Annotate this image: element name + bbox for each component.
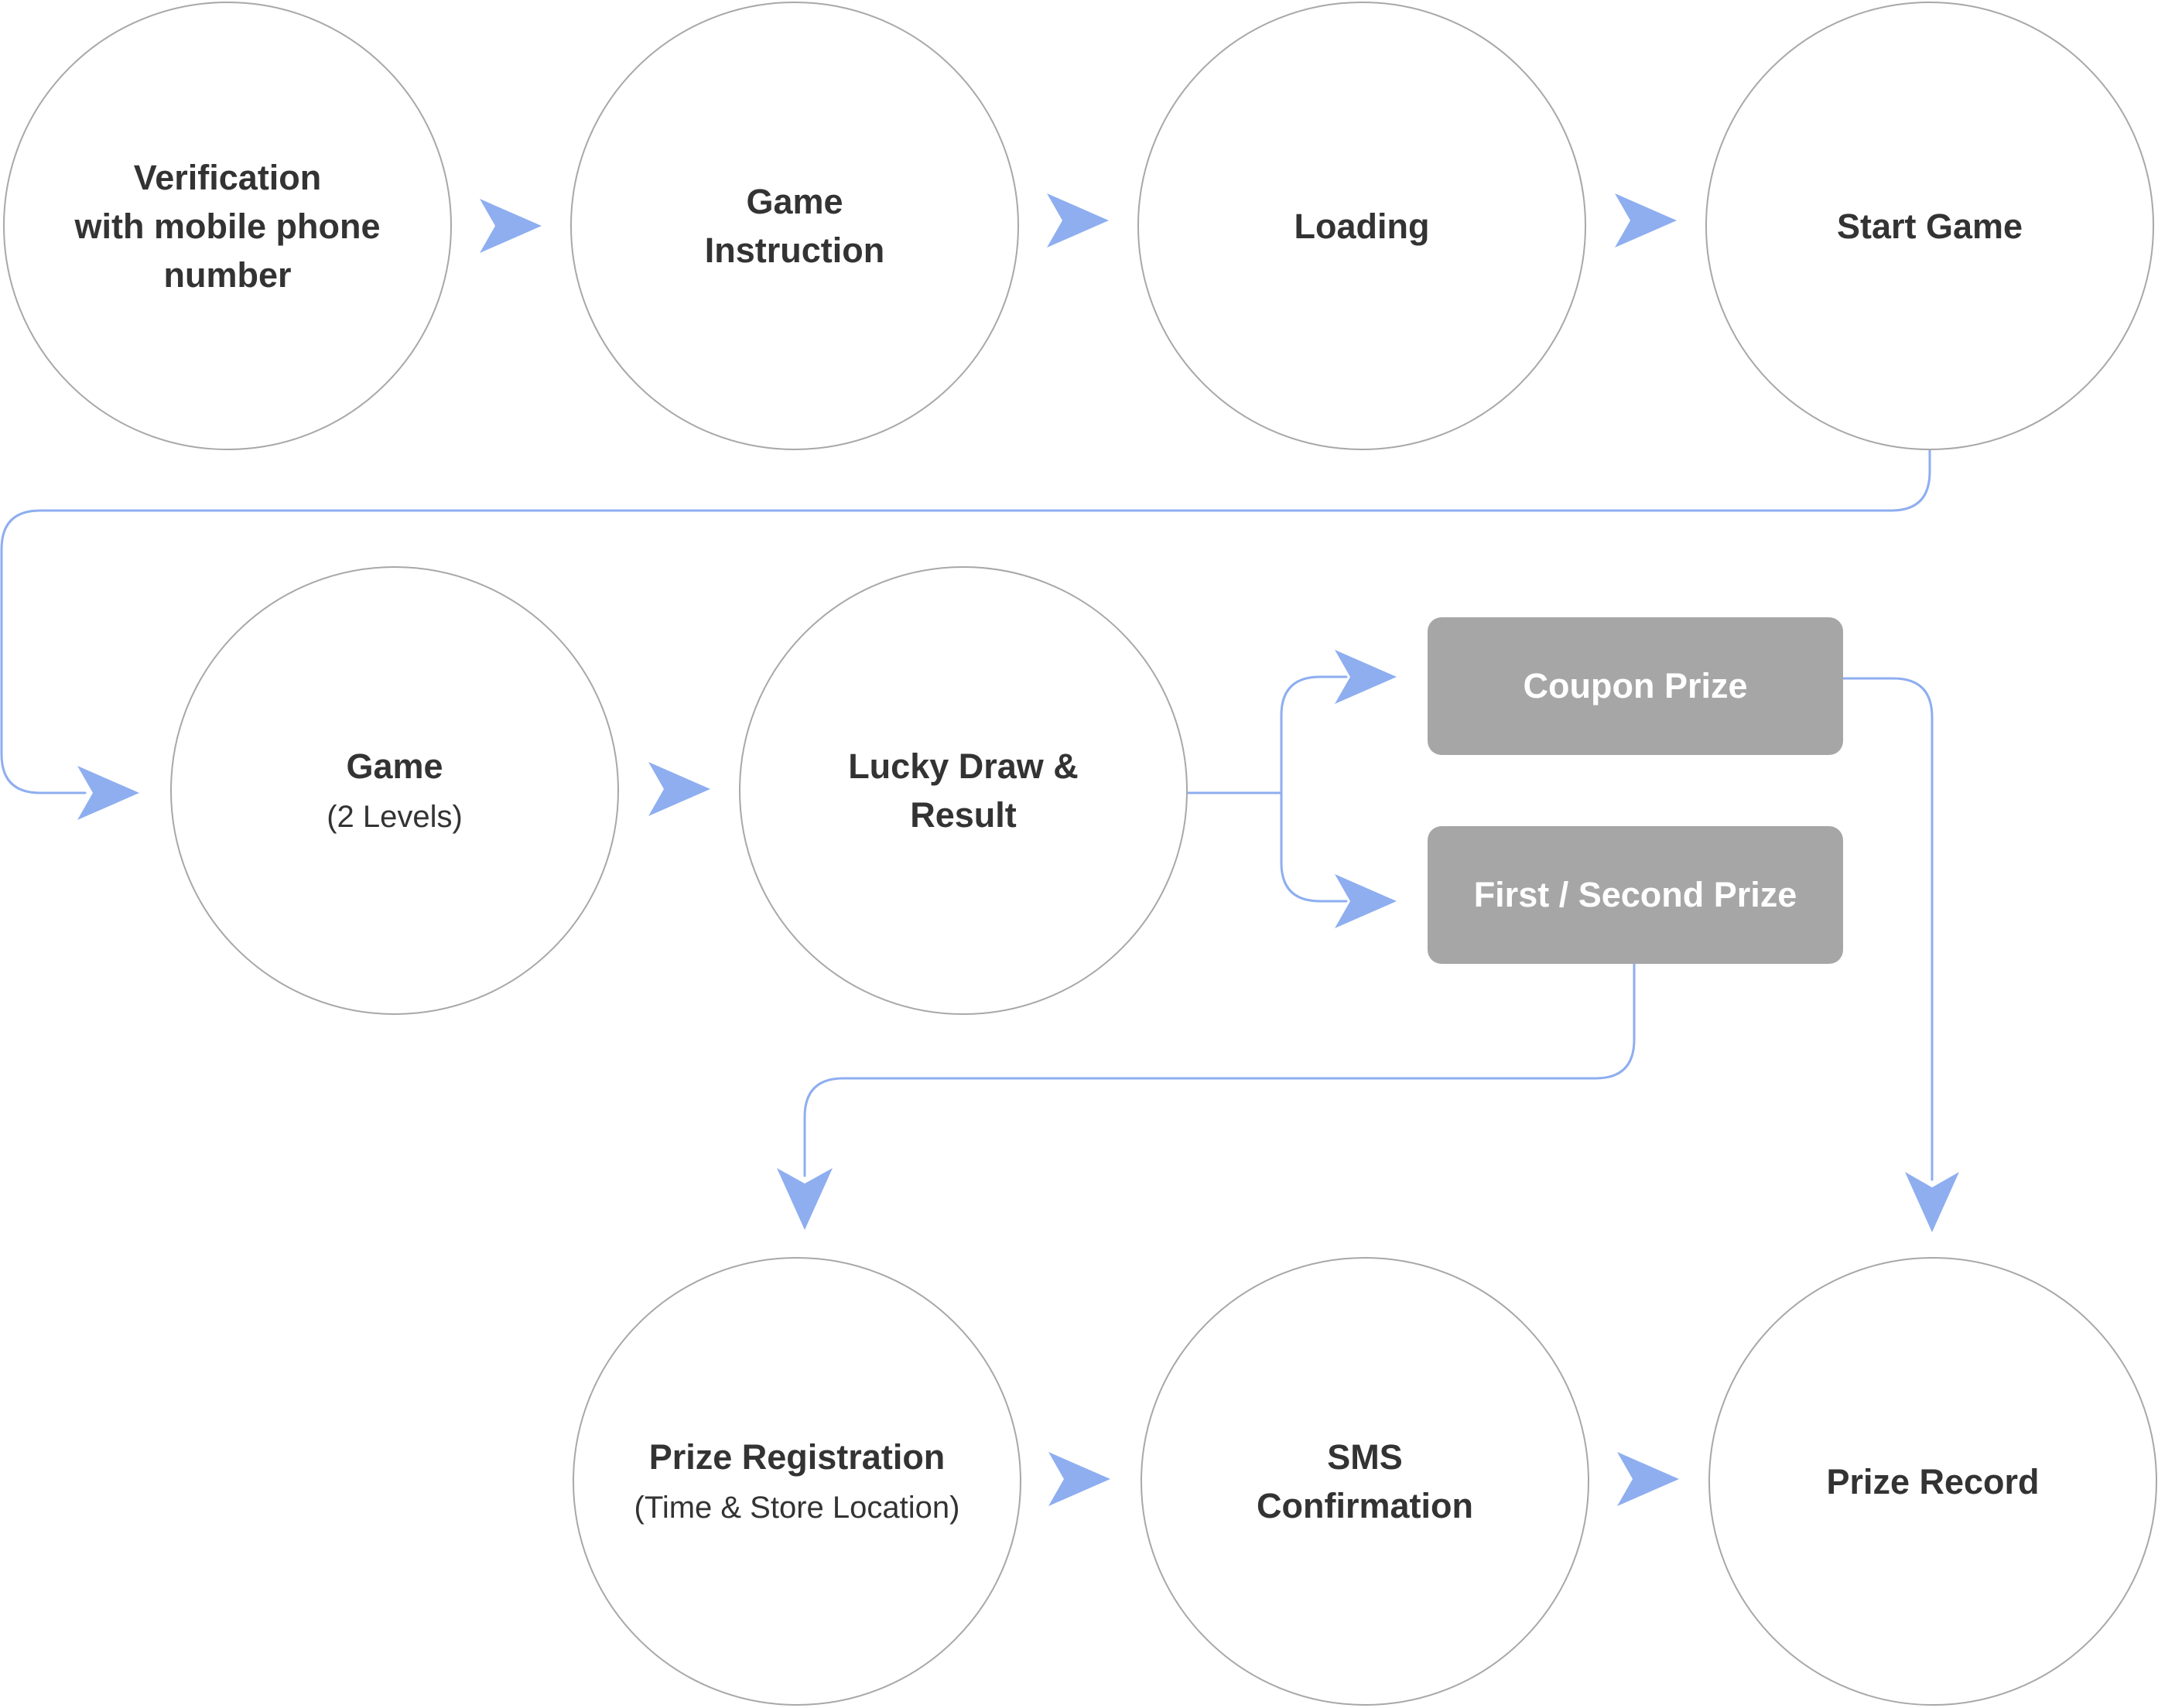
node-first-second-prize: First / Second Prize [1428, 826, 1843, 964]
arrow-head-loading-to-start [1615, 193, 1677, 248]
arrow-head-first-second-to-registration [777, 1168, 833, 1230]
node-coupon-prize-label: Coupon Prize [1523, 666, 1748, 705]
node-start-game-label: Start Game [1836, 206, 2023, 246]
node-prize-record-label: Prize Record [1826, 1461, 2040, 1501]
connector-start-to-game [0, 447, 1931, 794]
arrow-head-lucky-to-coupon [1335, 650, 1397, 704]
arrow-head-start-to-game [77, 766, 139, 820]
arrow-head-registration-to-sms [1048, 1452, 1110, 1506]
node-prize-registration: Prize Registration (Time & Store Locatio… [573, 1257, 1021, 1706]
node-lucky-draw-label: Lucky Draw & Result [848, 746, 1079, 835]
node-lucky-draw: Lucky Draw & Result [739, 566, 1188, 1015]
node-prize-record: Prize Record [1708, 1257, 2157, 1706]
node-prize-registration-label: Prize Registration [648, 1436, 946, 1477]
node-verification: Verification with mobile phone number [3, 2, 452, 450]
node-loading-label: Loading [1294, 206, 1430, 246]
arrow-head-sms-to-record [1617, 1452, 1679, 1506]
node-sms-confirmation-label: SMS Confirmation [1257, 1437, 1473, 1525]
arrow-head-coupon-to-record [1905, 1172, 1959, 1232]
connector-split-to-first-second [1280, 791, 1348, 903]
connector-first-second-to-registration [803, 962, 1636, 1177]
node-coupon-prize: Coupon Prize [1428, 617, 1843, 755]
node-game: Game (2 Levels) [170, 566, 619, 1015]
node-game-instruction: Game Instruction [570, 2, 1019, 450]
node-game-instruction-label: Game Instruction [704, 182, 885, 270]
node-loading: Loading [1137, 2, 1586, 450]
node-prize-registration-sublabel: (Time & Store Location) [634, 1490, 960, 1525]
node-start-game: Start Game [1705, 2, 2154, 450]
node-sms-confirmation: SMS Confirmation [1141, 1257, 1589, 1706]
connector-coupon-to-record [1842, 677, 1934, 1181]
node-first-second-prize-label: First / Second Prize [1473, 875, 1797, 914]
connector-split-to-coupon [1280, 675, 1348, 794]
node-game-sublabel: (2 Levels) [327, 799, 463, 834]
node-game-label: Game [346, 746, 443, 786]
arrow-head-game-to-lucky [648, 762, 710, 816]
arrow-head-lucky-to-first-second [1335, 874, 1397, 928]
arrow-head-instruction-to-loading [1047, 193, 1109, 248]
arrow-head-verification-to-instruction [480, 199, 542, 253]
node-verification-label: Verification with mobile phone number [74, 157, 381, 295]
